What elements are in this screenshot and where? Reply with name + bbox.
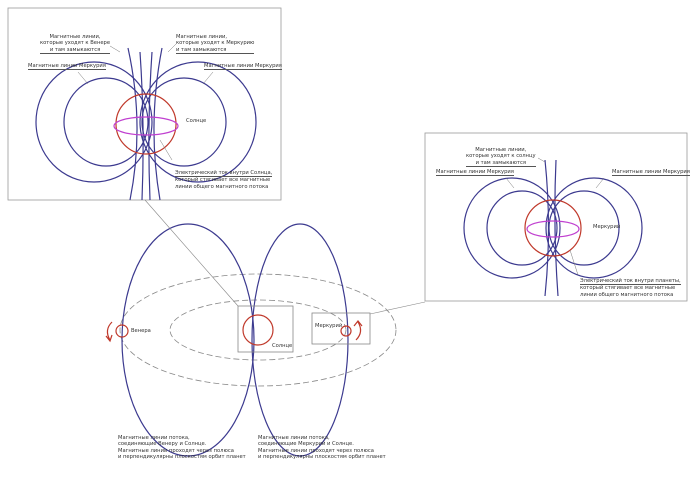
label-line: Магнитные линии, <box>49 34 101 40</box>
connector-line <box>369 301 426 315</box>
field-loop <box>63 77 149 167</box>
field-loop <box>35 61 153 183</box>
label-mercury-right: Магнитные линии Меркурия <box>612 169 690 177</box>
field-line <box>153 47 163 201</box>
field-line <box>554 159 559 297</box>
field-loop <box>463 177 561 279</box>
sun-detail-box <box>7 7 282 201</box>
caption-line: Магнитные линии потока, <box>258 435 330 441</box>
field-loop <box>141 77 227 167</box>
field-line <box>139 51 144 201</box>
leader-lines <box>505 157 605 276</box>
caption-line: и перпендикулярны плоскостям орбит плане… <box>118 454 246 461</box>
caption-venus: Магнитные линии потока,соединяющие Венер… <box>118 435 246 461</box>
label-sun: Солнце <box>186 118 207 124</box>
caption-line: Магнитные линии проходят через полюса <box>258 447 374 454</box>
rotation-arrow-icon <box>105 321 113 343</box>
sun-current-circle <box>115 93 177 155</box>
field-line <box>127 47 138 201</box>
label-sun-current: Электрический ток внутри Солнца,который … <box>175 170 273 190</box>
label-mercury-right: Магнитные линии Меркурия <box>204 63 282 71</box>
label-line: Электрический ток внутри Солнца, <box>175 170 273 178</box>
label-line: линии общего магнитного потока <box>580 291 674 298</box>
field-loop <box>545 177 643 279</box>
mercury-zoom-box <box>311 312 371 345</box>
sun-current-ring <box>113 116 179 136</box>
leader-lines <box>77 43 214 161</box>
mercury-current-ring <box>526 220 580 238</box>
caption-line: соединяющие Меркурий и Солнце. <box>258 441 354 448</box>
label-line: который стягивает все магнитные <box>580 285 676 292</box>
label-mercury-left: Магнитные линии Меркурия <box>436 169 514 177</box>
venus <box>115 324 129 338</box>
mercury-detail-box <box>424 132 688 302</box>
caption-line: и перпендикулярны плоскостям орбит плане… <box>258 454 386 461</box>
orbit-venus <box>119 273 397 387</box>
mercury-current-circle <box>524 199 582 257</box>
label-line: Магнитные линии, <box>176 34 227 40</box>
label-sun-main: Солнце <box>272 343 293 349</box>
field-line <box>544 159 550 297</box>
label-venus: Венера <box>131 328 151 334</box>
sun <box>242 314 274 346</box>
rotation-arrow-icon <box>353 320 363 341</box>
label-line: и там замыкаются <box>49 46 101 53</box>
label-line: которые уходят к Венере <box>40 40 111 47</box>
label-line: Магнитные линии, <box>475 147 527 153</box>
mercury <box>340 325 352 337</box>
label-line: которые уходят к солнцу <box>466 153 536 160</box>
label-line: линии общего магнитного потока <box>175 183 269 190</box>
label-mercury: Меркурий <box>593 224 621 230</box>
label-line: Электрический ток внутри планеты, <box>580 278 681 286</box>
label-line: и там замыкаются <box>475 159 526 166</box>
connector-line <box>144 199 239 307</box>
caption-line: соединяющие Венеру и Солнце. <box>118 441 207 448</box>
label-mercury-left: Магнитные линии Меркурия <box>28 63 106 71</box>
label-lines-mercury: Магнитные линии,которые уходят к Меркури… <box>176 34 255 55</box>
label-line: которые уходят к Меркурию <box>176 40 255 47</box>
field-line <box>148 51 153 201</box>
label-mercury-main: Меркурий <box>315 323 343 329</box>
label-line: который стягивает все магнитные <box>175 177 271 184</box>
sun-zoom-box <box>237 305 294 353</box>
orbit-mercury <box>169 299 347 361</box>
flux-venus-sun <box>121 223 255 457</box>
label-planet-current: Электрический ток внутри планеты,который… <box>580 278 681 298</box>
caption-line: Магнитные линии потока, <box>118 435 190 441</box>
caption-mercury: Магнитные линии потока,соединяющие Мерку… <box>258 435 386 461</box>
flux-mercury-sun <box>251 223 349 457</box>
field-loop <box>139 61 257 183</box>
label-line: и там замыкаются <box>176 46 227 53</box>
caption-line: Магнитные линии проходят через полюса <box>118 447 234 454</box>
field-loop <box>486 190 558 266</box>
